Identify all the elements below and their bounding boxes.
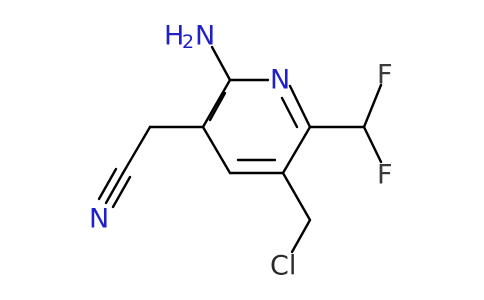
bond-ch2-cl (290, 218, 312, 254)
bond-nitrile-3 (111, 175, 132, 209)
bond-c2-c3-inner (208, 91, 227, 122)
atom-labels: H 2 N N F F N Cl (89, 21, 393, 282)
ring-nitrogen-label: N (270, 65, 290, 96)
amine-n-label: N (195, 21, 215, 52)
substituent-bonds (97, 45, 383, 254)
nitrile-nitrogen-label: N (89, 204, 109, 235)
bond-n1-c6 (288, 84, 312, 129)
fluorine-bottom-label: F (377, 160, 393, 191)
bond-c2-c3 (201, 78, 232, 129)
pyridine-ring (201, 78, 312, 175)
bond-c5-ch2cl (281, 171, 312, 222)
amine-h-label: H (164, 21, 184, 52)
bond-c6-c5 (281, 125, 312, 175)
amine-subscript-label: 2 (182, 31, 194, 53)
chlorine-label: Cl (270, 251, 296, 282)
bond-chf2-f-bottom (362, 125, 383, 164)
bond-nitrile-1 (104, 171, 125, 205)
bond-c2-nh2 (210, 45, 232, 82)
bond-n1-c6-inner (280, 96, 299, 129)
bond-chf2-f-top (362, 83, 383, 129)
fluorine-top-label: F (377, 60, 393, 91)
bond-ch2-cn (121, 125, 152, 175)
bond-nitrile-2 (97, 167, 118, 201)
bond-c3-c4 (201, 125, 232, 175)
